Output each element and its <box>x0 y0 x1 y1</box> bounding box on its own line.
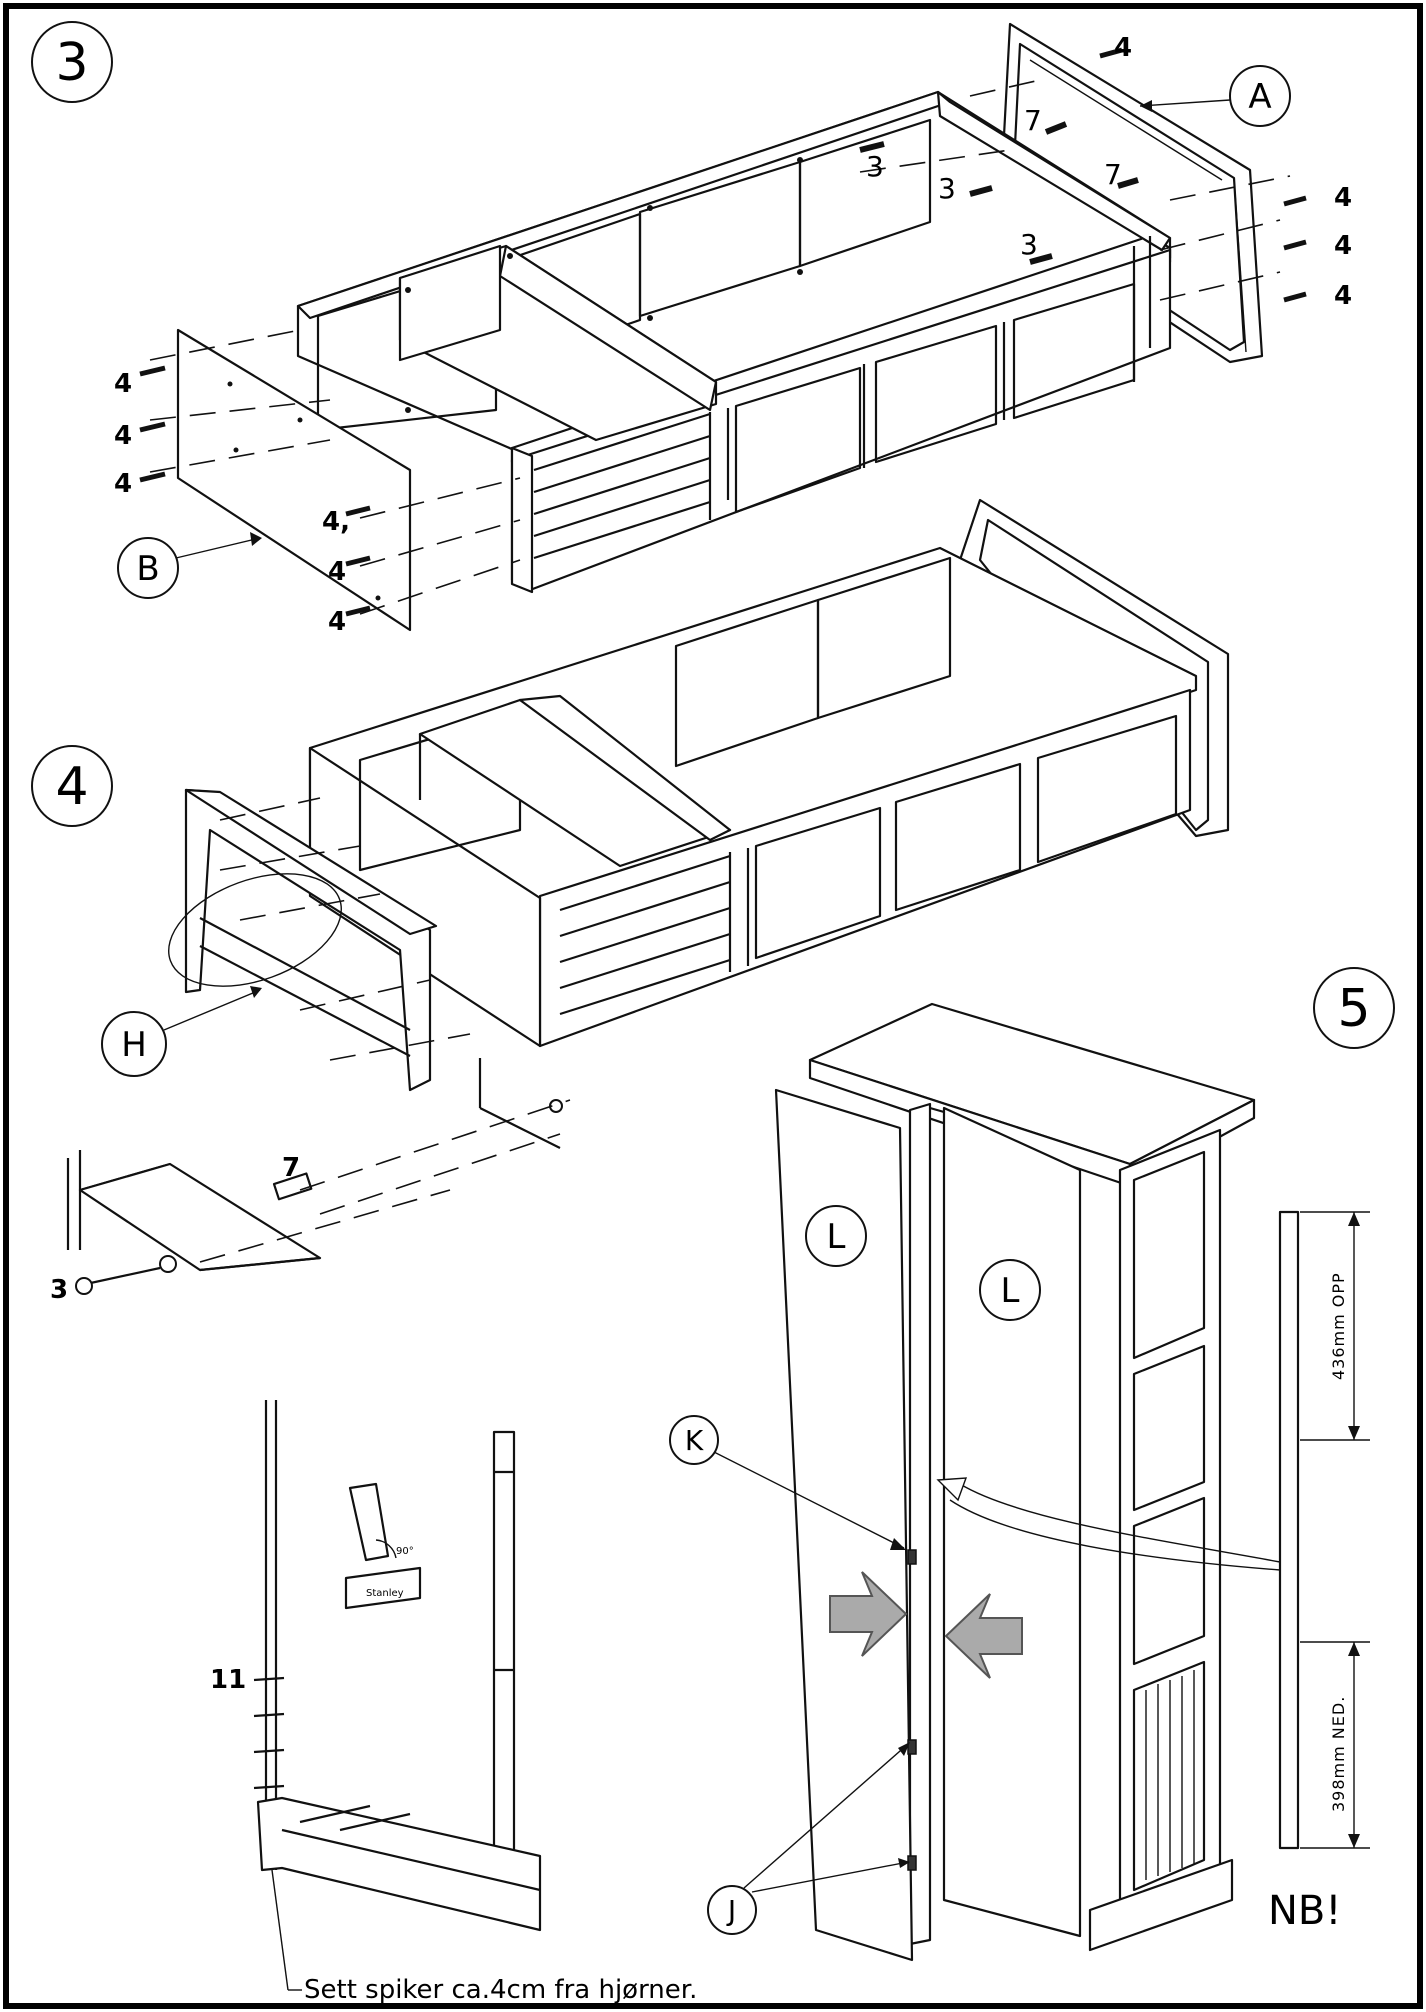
part-a-circle <box>1229 65 1291 127</box>
door-l-label-left: L <box>827 1217 846 1257</box>
step-3-circle <box>31 21 113 103</box>
step-5-number: 5 <box>1337 979 1370 1039</box>
screw-label: 4 <box>328 557 346 587</box>
screw-label: 4, <box>322 507 350 537</box>
step-5-diagram: 5 <box>669 967 1395 1962</box>
part-j-circle <box>707 1885 757 1935</box>
part-h-label: H <box>121 1025 147 1065</box>
screw-label: 3 <box>50 1275 68 1305</box>
screw-label: 4 <box>114 421 132 451</box>
part-b-label: B <box>136 549 159 589</box>
screw-label: 3 <box>938 172 956 205</box>
side-panel-b <box>176 328 412 632</box>
dowel-label: 7 <box>282 1153 300 1183</box>
step-4-circle <box>31 745 113 827</box>
screw-label: 3 <box>1020 228 1038 261</box>
door-l-circle <box>979 1259 1041 1321</box>
push-arrow-left-icon <box>944 1593 1023 1679</box>
screw-label: 4 <box>1114 33 1132 63</box>
left-door-l <box>774 1088 914 1962</box>
square-angle-text: 90° <box>396 1546 414 1557</box>
part-k-label: K <box>685 1424 704 1457</box>
step-4-number: 4 <box>55 757 88 817</box>
part-k-circle <box>669 1415 719 1465</box>
center-stile <box>908 1102 932 1946</box>
step-3-number: 3 <box>55 33 88 93</box>
screw-label: 4 <box>1334 281 1352 311</box>
screw-label: 7 <box>1024 104 1042 137</box>
part-a-label: A <box>1248 77 1271 117</box>
screw-label: 3 <box>866 150 884 183</box>
screw-label: 4 <box>328 607 346 637</box>
screw-label: 4 <box>1334 183 1352 213</box>
page-border <box>3 3 1423 2009</box>
step-3-diagram: 3 <box>31 21 1352 637</box>
screw-label: 7 <box>1104 158 1122 191</box>
transfer-arrow <box>959 1483 1281 1563</box>
part-h-circle <box>101 1011 167 1077</box>
push-arrow-right-icon <box>829 1571 908 1657</box>
part-j-label: J <box>726 1894 736 1927</box>
door-l-label-right: L <box>1001 1271 1020 1311</box>
try-square-icon: 90° Stanley <box>344 1482 422 1610</box>
screw-label: 4 <box>114 369 132 399</box>
front-slats <box>533 408 730 560</box>
dowel-screw-detail: 7 3 <box>50 1058 571 1305</box>
square-brand-text: Stanley <box>366 1588 404 1599</box>
nail-note: Sett spiker ca.4cm fra hjørner. <box>304 1975 697 2005</box>
screw-label: 4 <box>1334 231 1352 261</box>
right-door-l <box>942 1106 1082 1938</box>
part-b-circle <box>117 537 179 599</box>
nail-corner-detail: 11 90° Stanley Sett spiker ca.4cm fra hj… <box>210 1400 697 2005</box>
step-5-circle <box>1313 967 1395 1049</box>
dimension-upper: 436mm OPP <box>1329 1272 1348 1380</box>
dimension-lower: 398mm NED. <box>1329 1696 1348 1812</box>
door-l-circle <box>805 1205 867 1267</box>
nb-note: NB! <box>1268 1888 1341 1934</box>
step-4-diagram: 4 <box>31 498 1230 1305</box>
nails-label: 11 <box>210 1665 246 1695</box>
screw-label: 4 <box>114 469 132 499</box>
stile-detail <box>1278 1210 1300 1850</box>
